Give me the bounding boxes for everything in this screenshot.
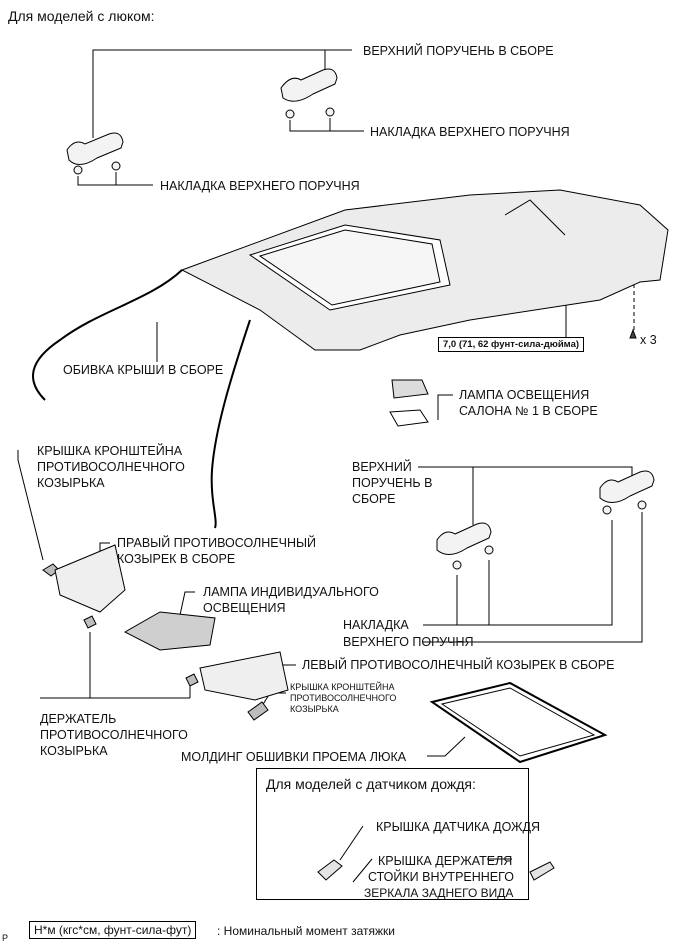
- visor-illustrations: [42, 544, 289, 721]
- label-visor-bracket-cover-3: КОЗЫРЬКА: [37, 476, 105, 490]
- upper-handle-right-illustration: [436, 470, 655, 570]
- label-upper-handle-top: ВЕРХНИЙ ПОРУЧЕНЬ В СБОРЕ: [363, 44, 554, 58]
- torque-legend-description: : Номинальный момент затяжки: [217, 924, 395, 938]
- label-mirror-holder-cover-2: СТОЙКИ ВНУТРЕННЕГО: [368, 870, 514, 884]
- leader-map-lamp: [179, 591, 195, 616]
- label-right-visor-1: ПРАВЫЙ ПРОТИВОСОЛНЕЧНЫЙ: [117, 536, 317, 550]
- label-visor-holder-1: ДЕРЖАТЕЛЬ: [40, 712, 117, 726]
- map-lamp-illustration: [123, 611, 216, 651]
- label-rain-sensor-cover: КРЫШКА ДАТЧИКА ДОЖДЯ: [376, 820, 541, 834]
- leader-handle-cover-bottom: [423, 520, 613, 626]
- label-room-lamp-1: ЛАМПА ОСВЕЩЕНИЯ: [459, 388, 590, 402]
- label-handle-cover-bottom-1: НАКЛАДКА: [343, 618, 409, 632]
- upper-handle-illustration: [66, 68, 338, 175]
- leader-handle-cover-top-right: [289, 120, 364, 132]
- label-handle-cover-top-right: НАКЛАДКА ВЕРХНЕГО ПОРУЧНЯ: [370, 125, 570, 139]
- label-visor-bracket-cover-small-1: КРЫШКА КРОНШТЕЙНА: [290, 682, 395, 692]
- label-visor-holder-2: ПРОТИВОСОЛНЕЧНОГО: [40, 728, 188, 742]
- label-sunroof-molding: МОЛДИНГ ОБШИВКИ ПРОЕМА ЛЮКА: [181, 750, 407, 764]
- label-handle-cover-top-left: НАКЛАДКА ВЕРХНЕГО ПОРУЧНЯ: [160, 179, 360, 193]
- leader-room-lamp: [437, 394, 453, 420]
- label-upper-handle-right-2: ПОРУЧЕНЬ В: [352, 476, 433, 490]
- page-title: Для моделей с люком:: [8, 8, 155, 24]
- leader-sunroof-molding: [427, 736, 466, 757]
- label-visor-bracket-cover-small-3: КОЗЫРЬКА: [290, 704, 339, 714]
- inset-parts-illustration: [317, 825, 555, 883]
- leader-visor-bracket-cover: [17, 450, 44, 561]
- label-mirror-holder-cover-3: ЗЕРКАЛА ЗАДНЕГО ВИДА: [364, 886, 514, 900]
- label-room-lamp-2: САЛОНА № 1 В СБОРЕ: [459, 404, 598, 418]
- inset-title: Для моделей с датчиком дождя:: [266, 776, 476, 792]
- label-visor-bracket-cover-1: КРЫШКА КРОНШТЕЙНА: [37, 444, 183, 458]
- label-visor-holder-3: КОЗЫРЬКА: [40, 744, 108, 758]
- label-visor-bracket-cover-2: ПРОТИВОСОЛНЕЧНОГО: [37, 460, 185, 474]
- label-map-lamp-2: ОСВЕЩЕНИЯ: [203, 601, 286, 615]
- torque-unit-legend-box: Н*м (кгс*см, фунт-сила-фут): [29, 921, 197, 939]
- label-right-visor-2: КОЗЫРЕК В СБОРЕ: [117, 552, 236, 566]
- label-upper-handle-right-1: ВЕРХНИЙ: [352, 460, 412, 474]
- torque-spec-box: 7,0 (71, 62 фунт-сила-дюйма): [438, 337, 585, 352]
- leader-upper-handle-top: [92, 49, 352, 138]
- leader-handle-cover-top-left: [77, 176, 153, 186]
- label-handle-cover-bottom-2: ВЕРХНЕГО ПОРУЧНЯ: [343, 635, 474, 649]
- label-map-lamp-1: ЛАМПА ИНДИВИДУАЛЬНОГО: [203, 585, 379, 599]
- sunroof-molding-illustration: [429, 681, 608, 764]
- label-left-visor: ЛЕВЫЙ ПРОТИВОСОЛНЕЧНЫЙ КОЗЫРЕК В СБОРЕ: [302, 658, 615, 672]
- label-upper-handle-right-3: СБОРЕ: [352, 492, 396, 506]
- label-visor-bracket-cover-small-2: ПРОТИВОСОЛНЕЧНОГО: [290, 693, 397, 703]
- corner-mark: P: [2, 933, 9, 943]
- label-mirror-holder-cover-1: КРЫШКА ДЕРЖАТЕЛЯ: [378, 854, 513, 868]
- clip-count: x 3: [640, 333, 657, 347]
- rain-sensor-inset: Для моделей с датчиком дождя: КРЫШКА ДАТ…: [256, 768, 540, 900]
- label-roof-lining: ОБИВКА КРЫШИ В СБОРЕ: [63, 363, 224, 377]
- room-lamp-illustration: [389, 379, 429, 427]
- leader-visor-holder: [40, 632, 91, 699]
- roof-lining-illustration: [32, 189, 669, 529]
